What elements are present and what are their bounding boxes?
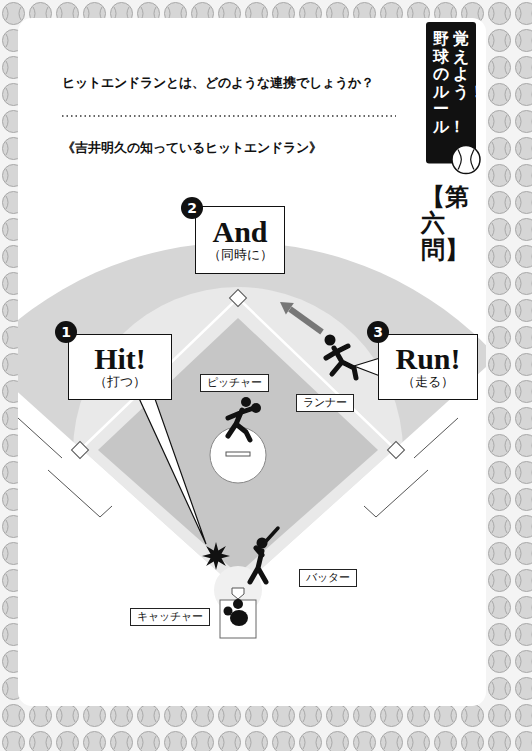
catcher-box <box>220 600 256 638</box>
pitcher-figure <box>228 397 261 440</box>
catcher-mitt <box>224 607 233 616</box>
subtitle: 《吉井明久の知っているヒットエンドラン》 <box>62 140 322 157</box>
node-text: ランナー <box>303 396 347 411</box>
home-plate <box>232 588 244 599</box>
speech-bubble: Hit!（打つ） <box>68 334 172 400</box>
arrow-shaft <box>290 309 322 332</box>
node-text: 覚えよう！ <box>453 30 469 100</box>
first-base <box>388 442 405 459</box>
name-tag: キャッチャー <box>130 608 210 627</box>
node-text: Run! <box>395 343 460 375</box>
question-number: 【第六問】 <box>421 184 445 263</box>
node-text: キャッチャー <box>137 610 203 625</box>
bat <box>258 528 278 550</box>
name-tag: バッター <box>299 569 357 588</box>
node-text: And <box>212 216 267 248</box>
figure-glove <box>251 403 261 413</box>
base-path <box>80 298 396 592</box>
node-subtext: （同時に） <box>208 247 273 264</box>
pitcher-rubber <box>226 452 250 456</box>
figure-body <box>228 408 254 440</box>
bubble-tail <box>354 358 380 376</box>
figure-head <box>325 335 336 346</box>
runner-figure <box>325 335 357 379</box>
field <box>18 242 486 638</box>
node-text: Hit! <box>94 343 146 375</box>
node-text: 3 <box>367 321 389 343</box>
callout-number: 2 <box>181 197 203 219</box>
figure-body <box>250 548 266 582</box>
arrow-head <box>280 302 294 315</box>
hit-burst <box>202 542 230 570</box>
node-subtext: （打つ） <box>94 374 146 391</box>
speech-bubble: Run!（走る） <box>378 334 478 400</box>
callout-number: 3 <box>367 321 389 343</box>
third-base <box>72 442 89 459</box>
second-base <box>230 290 247 307</box>
bubble-tail <box>138 396 206 544</box>
pitcher-mound <box>210 427 266 483</box>
figure-body <box>326 346 356 378</box>
callout-number: 1 <box>55 321 77 343</box>
title-banner: 覚えよう！野球のルール！ <box>426 22 476 164</box>
figure-body <box>230 610 248 626</box>
run-arrow <box>280 302 322 332</box>
banner-ground <box>426 22 476 164</box>
figure-head <box>233 599 243 609</box>
baseball-icon <box>452 146 480 174</box>
node-subtext: 野球のルール！ <box>433 30 449 136</box>
fence-line <box>18 418 112 517</box>
baseball-stitch <box>458 150 474 170</box>
catcher-figure <box>224 599 249 626</box>
node-subtext: （走る） <box>402 374 454 391</box>
node-text: ピッチャー <box>207 376 262 391</box>
name-tag: ランナー <box>296 394 354 413</box>
question-title: ヒットエンドランとは、どのような連携でしょうか？ <box>62 74 374 92</box>
node-text: 2 <box>181 197 203 219</box>
speech-bubble: And（同時に） <box>195 206 285 274</box>
dotted-rule <box>62 115 396 117</box>
white-panel <box>18 18 486 706</box>
node-text: 1 <box>55 321 77 343</box>
name-tag: ピッチャー <box>200 374 269 393</box>
batter-figure <box>250 528 278 582</box>
fence-line <box>364 418 458 517</box>
node-text: バッター <box>306 571 350 586</box>
figure-head <box>241 397 251 407</box>
